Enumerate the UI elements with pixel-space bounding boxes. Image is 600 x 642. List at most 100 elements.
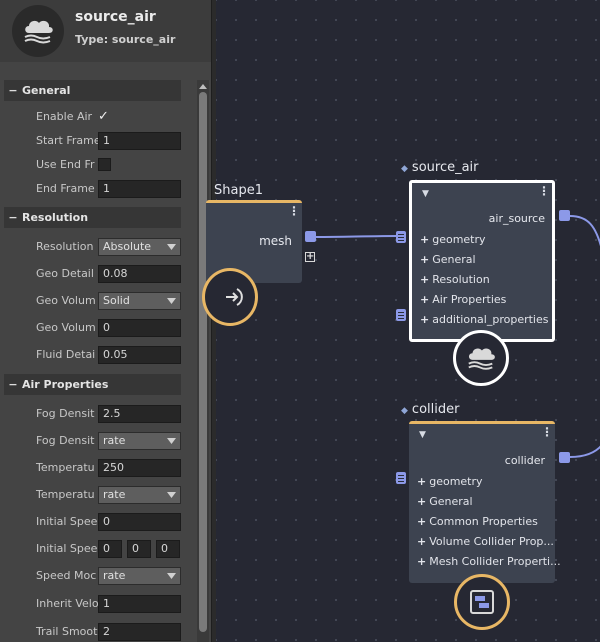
node-more-icon[interactable]: ⋮ bbox=[541, 425, 553, 439]
collider-icon bbox=[470, 590, 494, 614]
source-air-node[interactable]: ▼ ⋮ air_source +geometry +General +Resol… bbox=[409, 180, 555, 342]
dropdown-value: Absolute bbox=[103, 240, 152, 253]
initial-speed-x-field[interactable]: 0 bbox=[98, 540, 122, 558]
attr-geometry[interactable]: +geometry bbox=[417, 475, 483, 488]
geo-volume-2-label: Geo Volum bbox=[36, 321, 96, 334]
geo-volume-2-field[interactable]: 0 bbox=[98, 319, 181, 337]
section-title: Resolution bbox=[22, 211, 89, 224]
node-title: source_air bbox=[75, 9, 156, 25]
section-air-properties[interactable]: − Air Properties bbox=[4, 374, 181, 395]
row-initial-speed-vector: Initial Spee 0 0 0 bbox=[0, 540, 182, 558]
attr-mesh-collider-properties[interactable]: +Mesh Collider Properti... bbox=[417, 555, 561, 568]
row-initial-speed: Initial Spee 0 bbox=[0, 513, 182, 531]
initial-speed-vector-label: Initial Spee bbox=[36, 542, 98, 555]
panel-scrollbar[interactable] bbox=[197, 80, 209, 642]
attr-volume-collider-properties[interactable]: +Volume Collider Prop... bbox=[417, 535, 554, 548]
attr-label: geometry bbox=[432, 233, 486, 246]
start-frame-label: Start Frame bbox=[36, 134, 101, 147]
attr-resolution[interactable]: +Resolution bbox=[420, 273, 490, 286]
add-port-icon[interactable]: + bbox=[305, 251, 315, 262]
row-resolution: Resolution Absolute bbox=[0, 238, 182, 256]
attr-air-properties[interactable]: +Air Properties bbox=[420, 293, 507, 306]
attr-label: General bbox=[432, 253, 476, 266]
inherit-velocity-field[interactable]: 1 bbox=[98, 595, 181, 613]
shape-mesh-output-port[interactable] bbox=[305, 231, 316, 242]
chevron-down-icon bbox=[162, 293, 180, 309]
row-geo-volume: Geo Volum Solid bbox=[0, 292, 182, 310]
chevron-down-icon bbox=[162, 487, 180, 503]
attr-label: Common Properties bbox=[429, 515, 538, 528]
row-fluid-detail: Fluid Detai 0.05 bbox=[0, 346, 182, 364]
temperature-mode-dropdown[interactable]: rate bbox=[98, 486, 181, 504]
chevron-down-icon bbox=[162, 433, 180, 449]
scroll-up-arrow-icon[interactable] bbox=[197, 80, 209, 92]
temperature-label: Temperatu bbox=[36, 461, 95, 474]
attr-general[interactable]: +General bbox=[420, 253, 476, 266]
start-frame-field[interactable]: 1 bbox=[98, 132, 181, 150]
node-more-icon[interactable]: ⋮ bbox=[538, 184, 550, 198]
geo-detail-field[interactable]: 0.08 bbox=[98, 265, 181, 283]
enable-air-label: Enable Air bbox=[36, 110, 93, 123]
node-type-label: Type: source_air bbox=[75, 33, 176, 46]
temperature-mode-label: Temperatu bbox=[36, 488, 95, 501]
dropdown-value: Solid bbox=[103, 294, 130, 307]
collider-node-badge[interactable] bbox=[454, 574, 510, 630]
speed-mode-dropdown[interactable]: rate bbox=[98, 567, 181, 585]
collapse-icon[interactable]: − bbox=[8, 378, 18, 391]
attr-common-properties[interactable]: +Common Properties bbox=[417, 515, 538, 528]
source-air-node-badge[interactable] bbox=[453, 330, 509, 386]
attr-geometry[interactable]: +geometry bbox=[420, 233, 486, 246]
dropdown-value: rate bbox=[103, 569, 126, 582]
row-inherit-velocity: Inherit Velo 1 bbox=[0, 595, 182, 613]
source-air-node-title: ◆source_air bbox=[401, 160, 479, 175]
row-fog-density: Fog Densit 2.5 bbox=[0, 405, 182, 423]
section-resolution[interactable]: − Resolution bbox=[4, 207, 181, 228]
collapse-icon[interactable]: − bbox=[8, 211, 18, 224]
dropdown-value: rate bbox=[103, 488, 126, 501]
row-temperature: Temperatu 250 bbox=[0, 459, 182, 477]
initial-speed-y-field[interactable]: 0 bbox=[127, 540, 151, 558]
use-end-frame-checkbox[interactable] bbox=[98, 158, 111, 171]
panel-header: source_air Type: source_air bbox=[0, 0, 211, 62]
collapse-icon[interactable]: − bbox=[8, 84, 18, 97]
end-frame-field[interactable]: 1 bbox=[98, 180, 181, 198]
fog-density-field[interactable]: 2.5 bbox=[98, 405, 181, 423]
geometry-input-port[interactable] bbox=[396, 231, 406, 243]
geo-volume-dropdown[interactable]: Solid bbox=[98, 292, 181, 310]
temperature-field[interactable]: 250 bbox=[98, 459, 181, 477]
attr-label: geometry bbox=[429, 475, 483, 488]
cloud-icon bbox=[468, 348, 495, 370]
enable-air-checkbox[interactable]: ✓ bbox=[98, 109, 109, 124]
collider-output-port[interactable] bbox=[559, 452, 570, 463]
fluid-detail-field[interactable]: 0.05 bbox=[98, 346, 181, 364]
section-general[interactable]: − General bbox=[4, 80, 181, 101]
shape-node-badge[interactable] bbox=[202, 268, 258, 326]
chevron-down-icon bbox=[162, 239, 180, 255]
collider-geometry-input-port[interactable] bbox=[396, 472, 406, 484]
row-end-frame: End Frame 1 bbox=[0, 180, 182, 198]
air-source-output-port[interactable] bbox=[559, 210, 570, 221]
connection-wires bbox=[315, 215, 600, 458]
fluid-detail-label: Fluid Detai bbox=[36, 348, 96, 361]
node-more-icon[interactable]: ⋮ bbox=[288, 204, 300, 218]
attr-general[interactable]: +General bbox=[417, 495, 473, 508]
attr-additional-properties[interactable]: +additional_properties bbox=[420, 313, 549, 326]
transform-arrow-icon bbox=[226, 288, 243, 306]
row-enable-air: Enable Air ✓ bbox=[0, 108, 182, 126]
collider-node[interactable]: ▼ ⋮ collider +geometry +General +Common … bbox=[409, 421, 561, 583]
node-collapse-icon[interactable]: ▼ bbox=[419, 430, 426, 440]
additional-properties-input-port[interactable] bbox=[396, 309, 406, 321]
scrollbar-thumb[interactable] bbox=[199, 92, 207, 632]
initial-speed-field[interactable]: 0 bbox=[98, 513, 181, 531]
resolution-label: Resolution bbox=[36, 240, 94, 253]
end-frame-label: End Frame bbox=[36, 182, 95, 195]
fog-density-mode-dropdown[interactable]: rate bbox=[98, 432, 181, 450]
initial-speed-z-field[interactable]: 0 bbox=[156, 540, 180, 558]
node-collapse-icon[interactable]: ▼ bbox=[422, 189, 429, 199]
row-geo-volume-2: Geo Volum 0 bbox=[0, 319, 182, 337]
resolution-dropdown[interactable]: Absolute bbox=[98, 238, 181, 256]
trail-smooth-field[interactable]: 2 bbox=[98, 623, 181, 641]
row-fog-density-mode: Fog Densit rate bbox=[0, 432, 182, 450]
node-graph-canvas[interactable]: Shape1 ⋮ mesh + ◆source_air ▼ ⋮ air_sour… bbox=[202, 0, 600, 642]
geo-detail-label: Geo Detail bbox=[36, 267, 94, 280]
